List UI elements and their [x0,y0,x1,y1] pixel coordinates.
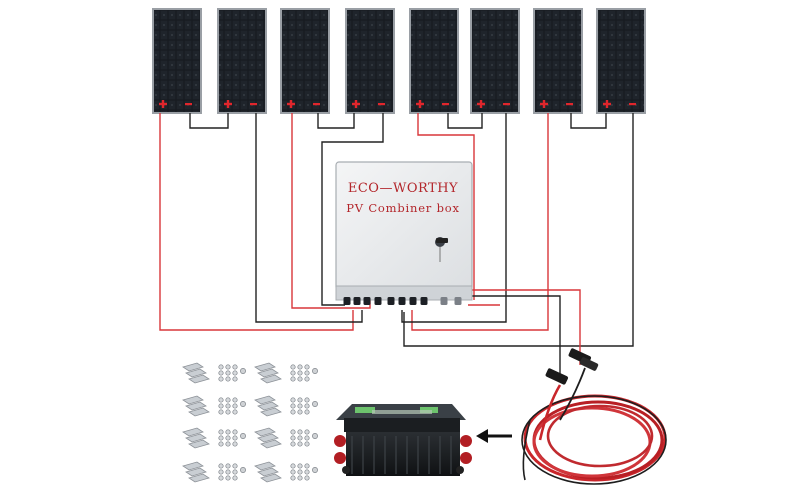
negative-wire [401,113,507,323]
positive-wire [159,113,354,331]
solar-panel-array [152,8,646,114]
cable-gland [409,297,417,305]
charge-controller [334,404,472,476]
plus-icon [159,100,167,108]
mounting-bracket-set [182,461,246,483]
cable-gland [420,297,428,305]
cable-gland [343,297,351,305]
cable-gland [387,297,395,305]
plus-icon [287,100,295,108]
combiner-box [335,161,473,305]
plus-icon [224,100,232,108]
panel-wiring [159,113,634,375]
terminal-knob [334,435,346,447]
solar-panel [596,8,646,114]
cable-gland [398,297,406,305]
jumper-wire [570,113,607,129]
negative-wire [255,113,363,323]
solar-panel [409,8,459,114]
minus-icon [442,103,449,106]
cable-gland [440,297,448,305]
cable-gland [363,297,371,305]
minus-icon [629,103,636,106]
cable-glands [343,297,462,305]
plus-icon [352,100,360,108]
mounting-bracket-set [254,427,318,449]
minus-icon [250,103,257,106]
mounting-bracket-set [182,362,246,384]
terminal-knob [460,452,472,464]
positive-wire [411,113,549,331]
mc4-connector [545,348,599,385]
mounting-bracket-set [254,395,318,417]
terminal-knob [460,435,472,447]
mounting-bracket-sets [182,362,318,483]
key-lock-icon [435,237,448,262]
output-positive-wire [455,289,581,365]
negative-wire [321,113,384,306]
mounting-bracket-set [182,427,246,449]
terminal-knob [334,452,346,464]
minus-icon [566,103,573,106]
output-negative-wire [461,295,561,375]
combiner-box-label: PV Combiner box [346,201,460,215]
plus-icon [540,100,548,108]
jumper-wire [189,113,229,129]
combiner-box-brand: ECO—WORTHY [347,181,459,196]
solar-panel [345,8,395,114]
jumper-wire [317,113,355,129]
jumper-wire [447,113,483,129]
minus-icon [378,103,385,106]
solar-panel [280,8,330,114]
minus-icon [185,103,192,106]
minus-icon [313,103,320,106]
solar-panel [470,8,520,114]
solar-panel [152,8,202,114]
positive-wire [417,113,475,300]
minus-icon [503,103,510,106]
cable-gland [353,297,361,305]
mounting-bracket-set [182,395,246,417]
cable-gland [374,297,382,305]
cable-gland [454,297,462,305]
plus-icon [416,100,424,108]
solar-panel [533,8,583,114]
negative-wire [403,113,634,347]
plus-icon [603,100,611,108]
mounting-bracket-set [254,461,318,483]
arrow-left-icon [476,429,512,443]
plus-icon [477,100,485,108]
mounting-bracket-set [254,362,318,384]
extension-cable-coil [521,348,667,485]
solar-panel [217,8,267,114]
